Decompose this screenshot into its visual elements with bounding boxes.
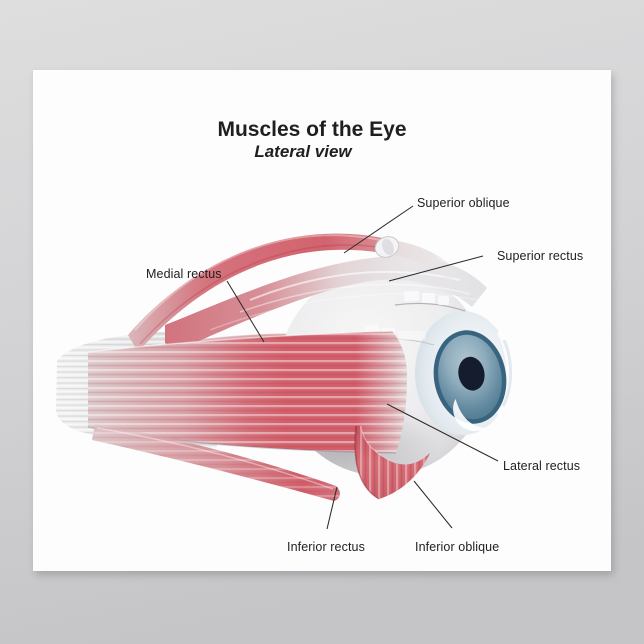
leader-superior-rectus xyxy=(388,255,484,282)
leader-medial-rectus xyxy=(226,280,265,343)
label-superior-oblique: Superior oblique xyxy=(417,196,510,210)
superior-oblique-muscle xyxy=(128,233,388,352)
superior-oblique-tendon xyxy=(390,240,458,282)
poster-subtitle: Lateral view xyxy=(254,142,353,161)
label-superior-rectus: Superior rectus xyxy=(497,249,583,263)
leader-inferior-oblique xyxy=(413,480,453,529)
leader-inferior-rectus xyxy=(326,486,338,530)
lateral-rectus-muscle xyxy=(87,330,407,454)
iris-highlight xyxy=(453,398,488,432)
label-inferior-oblique: Inferior oblique xyxy=(415,540,499,554)
trochlea xyxy=(374,236,400,258)
iris xyxy=(433,330,507,432)
poster-title: Muscles of the Eye xyxy=(217,118,406,141)
label-lateral-rectus: Lateral rectus xyxy=(503,459,580,473)
eye-diagram xyxy=(56,233,513,501)
pupil xyxy=(458,356,485,391)
superior-rectus-muscle xyxy=(165,255,487,348)
inferior-oblique-muscle xyxy=(354,425,430,500)
leader-superior-oblique xyxy=(343,205,414,254)
annotation-labels: Superior oblique Superior rectus Medial … xyxy=(146,196,583,554)
label-inferior-rectus: Inferior rectus xyxy=(287,540,365,554)
leader-lateral-rectus xyxy=(386,403,499,462)
label-medial-rectus: Medial rectus xyxy=(146,267,222,281)
leader-lines xyxy=(226,205,499,530)
inferior-rectus-muscle xyxy=(92,424,340,501)
